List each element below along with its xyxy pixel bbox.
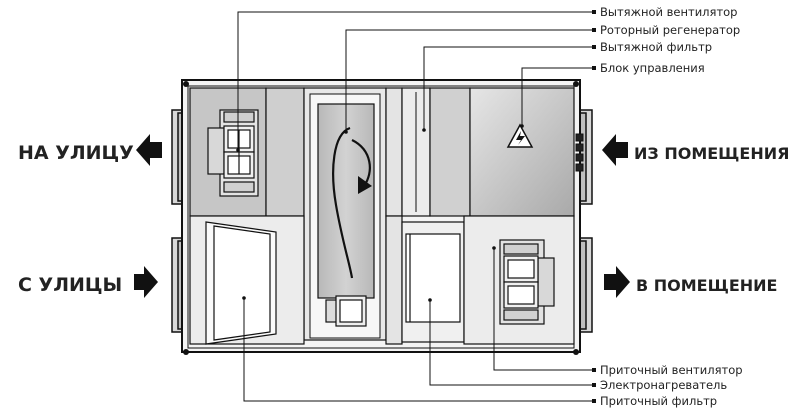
high-voltage-warning-icon [506, 123, 534, 148]
exhaust-fan [207, 109, 259, 197]
flow-label-from-room: ИЗ ПОМЕЩЕНИЯ [634, 144, 789, 163]
label-supply-filter: Приточный фильтр [600, 394, 717, 408]
label-control-unit: Блок управления [600, 61, 705, 75]
unit-feet [183, 81, 579, 355]
supply-filter [205, 221, 277, 345]
label-exhaust-filter: Вытяжной фильтр [600, 40, 712, 54]
flow-arrow-icon-from-street [134, 266, 158, 298]
label-supply-fan: Приточный вентилятор [600, 363, 743, 377]
flow-arrow-icon-to-room [604, 266, 630, 298]
rotor-motor [325, 295, 367, 327]
label-electric-heater: Электронагреватель [600, 378, 727, 392]
control-connectors [575, 133, 584, 172]
leader-lines [237, 11, 594, 402]
flow-arrow-icon-from-room [602, 134, 628, 166]
label-exhaust-fan: Вытяжной вентилятор [600, 5, 737, 19]
supply-fan [499, 239, 555, 325]
label-rotary-regenerator: Роторный регенератор [600, 23, 740, 37]
electric-heater [401, 221, 465, 343]
rotary-regenerator [317, 103, 375, 299]
flow-label-to-street: НА УЛИЦУ [18, 142, 134, 164]
flow-label-to-room: В ПОМЕЩЕНИЕ [636, 276, 777, 295]
flow-label-from-street: С УЛИЦЫ [18, 274, 122, 296]
flow-arrow-icon-to-street [136, 134, 162, 166]
leader-dots [236, 124, 524, 302]
label-markers [592, 10, 596, 403]
